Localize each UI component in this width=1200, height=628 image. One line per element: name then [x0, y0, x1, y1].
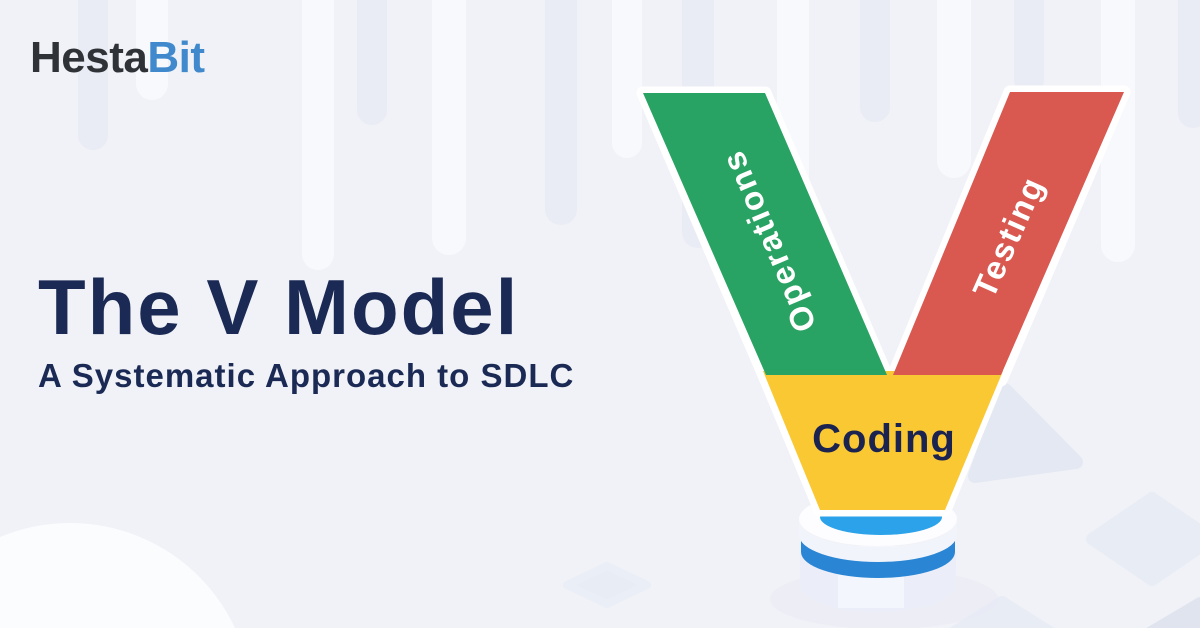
background-circle — [0, 523, 235, 628]
brand-logo-primary: Hesta — [30, 33, 148, 82]
background-diamonds — [563, 383, 1200, 628]
coding-label: Coding — [812, 417, 956, 461]
coding-base — [763, 371, 1003, 510]
background-bar — [432, 0, 466, 255]
cylinder-rim-wall — [799, 520, 957, 562]
operations-arm — [643, 93, 887, 375]
background-diamond — [563, 562, 651, 608]
background-diamond — [949, 596, 1055, 628]
v-diagram: Operations Testing Coding — [636, 85, 1131, 517]
brand-logo-secondary: Bit — [147, 33, 205, 82]
background-bar — [357, 0, 387, 125]
cylinder-base — [770, 492, 998, 628]
background-bar — [1101, 0, 1135, 262]
background-bar — [1014, 0, 1044, 95]
testing-arm — [893, 92, 1124, 375]
background-bar — [136, 0, 168, 100]
background-corner-diamond — [1146, 597, 1200, 628]
background-bar — [302, 0, 334, 270]
brand-logo: HestaBit — [30, 36, 205, 80]
background-triangle — [968, 383, 1083, 483]
cylinder-band — [801, 534, 955, 578]
background-bar — [860, 0, 890, 122]
headline-block: The V Model A Systematic Approach to SDL… — [38, 268, 574, 394]
background-bar — [937, 0, 971, 178]
background-bar — [612, 0, 642, 158]
background-bar — [78, 0, 108, 150]
background-diamond — [1086, 492, 1200, 586]
page-subtitle: A Systematic Approach to SDLC — [38, 357, 575, 394]
page-title: The V Model — [38, 263, 520, 351]
background-bar — [1178, 0, 1200, 128]
background-bar — [545, 0, 577, 225]
